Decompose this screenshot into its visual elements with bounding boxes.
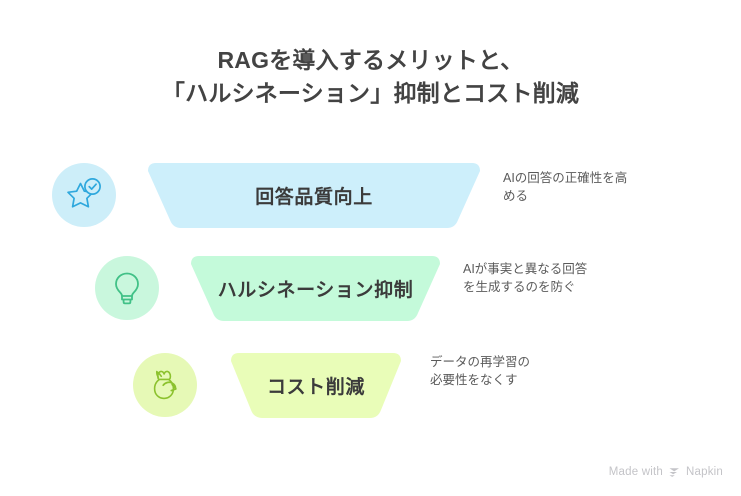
funnel-step-1-caption: AIの回答の正確性を高 める bbox=[503, 171, 628, 203]
napkin-watermark[interactable]: Made with Napkin bbox=[609, 466, 723, 478]
star-check-icon bbox=[63, 174, 105, 216]
page-title-line-2: 「ハルシネーション」抑制とコスト削減 bbox=[161, 80, 580, 106]
funnel-band-3-label: コスト削減 bbox=[266, 377, 365, 398]
money-bag-recycle-icon bbox=[144, 364, 186, 406]
funnel-band-2: ハルシネーション抑制 bbox=[183, 256, 448, 321]
star-check-icon-badge bbox=[52, 163, 116, 227]
watermark-prefix: Made with bbox=[608, 466, 663, 478]
money-bag-recycle-icon-badge bbox=[133, 353, 197, 417]
page-title-line-1: RAGを導入するメリットと、 bbox=[217, 47, 524, 73]
funnel-band-1-label: 回答品質向上 bbox=[255, 187, 373, 208]
funnel-step-3: コスト削減 データの再学習の 必要性をなくす bbox=[0, 345, 741, 425]
funnel-step-1: 回答品質向上 AIの回答の正確性を高 める bbox=[0, 155, 741, 235]
funnel-step-2-caption: AIが事実と異なる回答 を生成するのを防ぐ bbox=[463, 262, 588, 294]
funnel-band-3: コスト削減 bbox=[223, 353, 409, 418]
funnel-band-1: 回答品質向上 bbox=[140, 163, 488, 228]
lightbulb-icon bbox=[107, 268, 147, 308]
page-title: RAGを導入するメリットと、 「ハルシネーション」抑制とコスト削減 bbox=[0, 44, 741, 110]
watermark-brand: Napkin bbox=[686, 466, 723, 478]
napkin-logo-icon bbox=[668, 466, 681, 478]
funnel-step-3-caption: データの再学習の 必要性をなくす bbox=[430, 355, 531, 387]
lightbulb-icon-badge bbox=[95, 256, 159, 320]
funnel-band-2-label: ハルシネーション抑制 bbox=[217, 280, 414, 301]
funnel-step-2: ハルシネーション抑制 AIが事実と異なる回答 を生成するのを防ぐ bbox=[0, 248, 741, 328]
